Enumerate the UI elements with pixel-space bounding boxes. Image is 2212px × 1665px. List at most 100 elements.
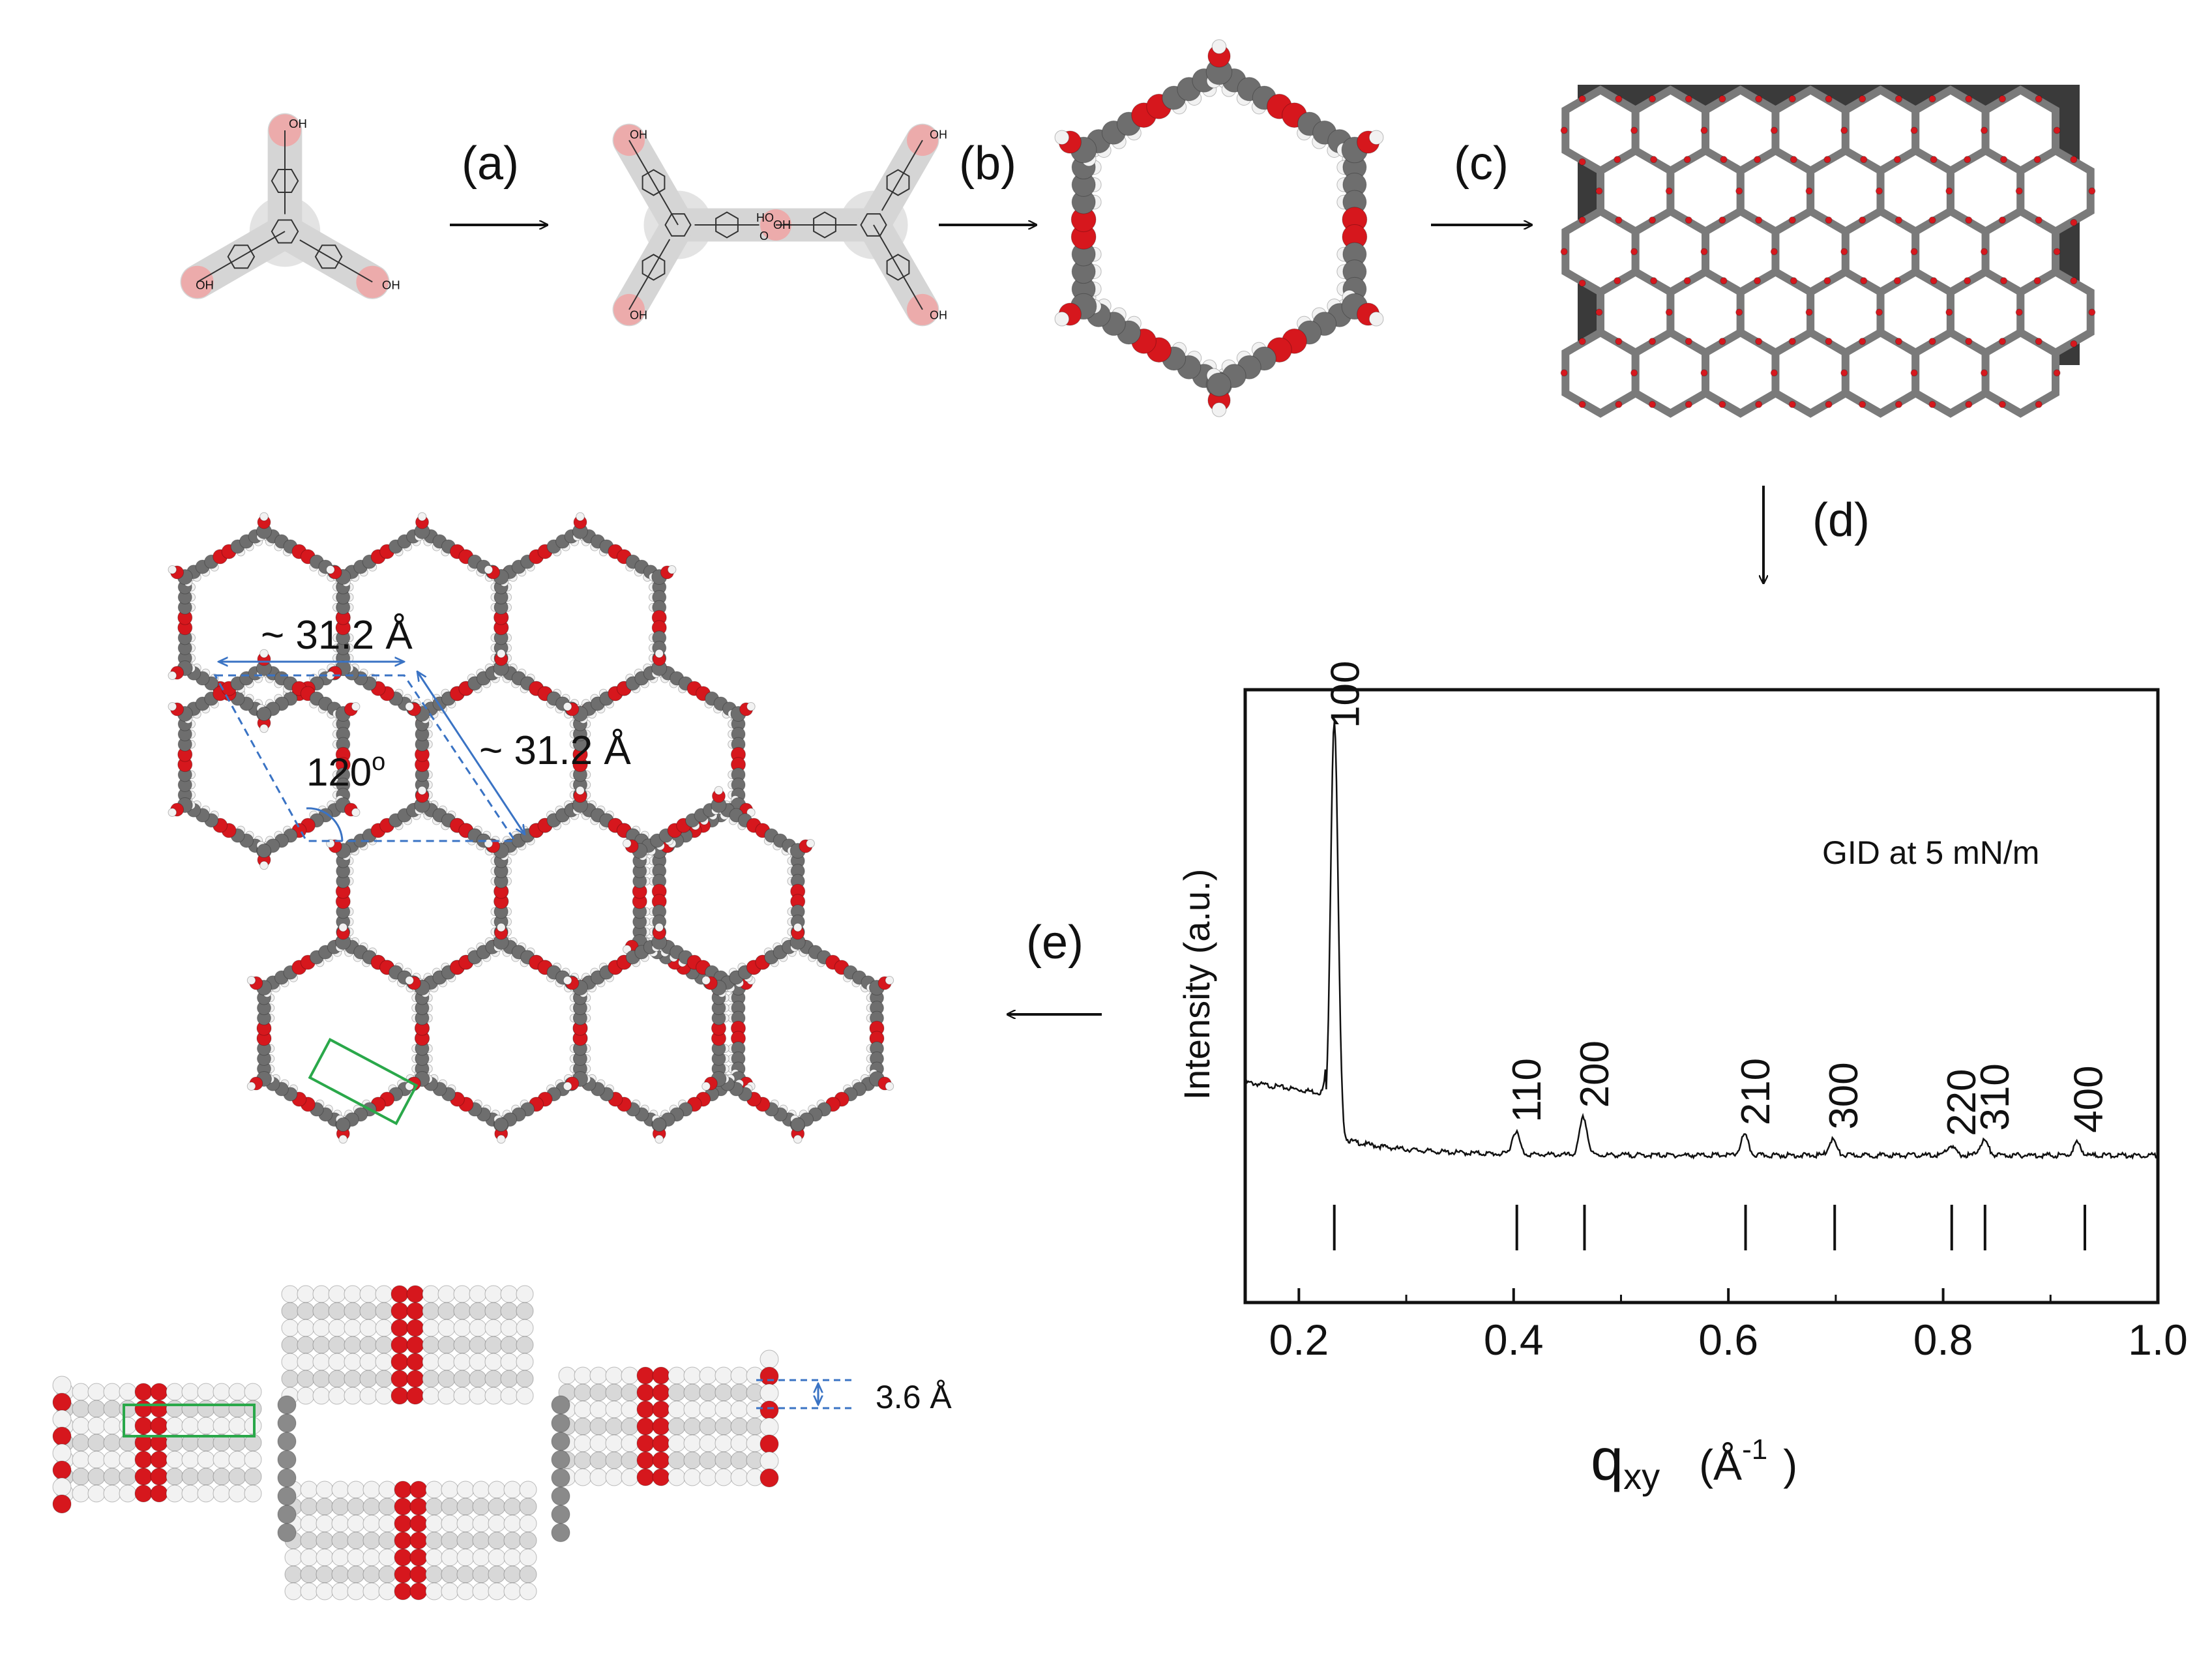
hydrogen-atom [699,1451,717,1469]
oxygen-atom [1945,308,1953,316]
carbon-atom [277,1432,297,1451]
hydrogen-atom [563,976,572,985]
oxygen-atom [1875,308,1883,316]
hydrogen-atom [312,1387,331,1405]
hydrogen-atom [589,1417,608,1436]
oxygen-atom [1998,95,2006,103]
hydrogen-atom [422,1336,440,1354]
hydrogen-atom [259,724,269,733]
hydrogen-atom [168,702,177,711]
carbon-atom [277,1486,297,1506]
hydrogen-atom [793,922,803,932]
hydrogen-atom [119,1484,137,1503]
bond-line [628,140,679,226]
hydrogen-atom [425,1531,443,1550]
hydrogen-atom [699,1383,717,1402]
hydrogen-atom [338,1134,348,1144]
hydrogen-atom [456,1497,475,1516]
hydrogen-atom [589,1451,608,1469]
oxygen-atom [1965,95,1973,103]
oxygen-atom [1700,126,1708,134]
hydrogen-atom [362,1514,381,1533]
oxygen-atom [636,1400,655,1419]
hydrogen-atom [347,1531,365,1550]
hydrogen-atom [119,1467,137,1486]
hydrogen-atom [730,1400,748,1419]
hydrogen-atom [228,1484,246,1503]
x-axis-unit: (Å [1699,1441,1742,1489]
hydrogen-atom [655,922,664,932]
oxygen-atom [2053,248,2061,256]
oxygen-atom [406,1302,424,1320]
central-ring [271,219,299,244]
hydrogen-atom [228,1400,246,1418]
edge-atom [52,1460,72,1480]
hydrogen-atom [469,1353,487,1371]
x-tick-label: 0.6 [1698,1316,1758,1364]
carbon-atom [551,1413,570,1433]
hydrogen-atom [326,565,335,574]
oxygen-atom [1981,248,1988,256]
hydrogen-atom [312,1285,331,1303]
x-axis-unit-exp: -1 [1742,1434,1767,1466]
hydrogen-atom [484,1353,503,1371]
hydrogen-atom [425,1582,443,1600]
hydrogen-atom [472,1565,490,1584]
oxygen-atom [1928,216,1936,224]
hydrogen-atom [500,1353,518,1371]
hydrogen-atom [806,839,815,848]
peak-label: 310 [1973,1063,2018,1130]
oxygen-atom [1788,216,1796,224]
hydrogen-atom [1368,130,1384,145]
hydrogen-atom [284,1548,302,1567]
hydrogen-atom [715,1451,733,1469]
hydrogen-atom [328,1319,346,1337]
oxygen-atom [1790,277,1797,285]
hydrogen-atom [437,1336,456,1354]
hydrogen-atom [328,1302,346,1320]
oxygen-atom [2015,187,2023,195]
hydrogen-atom [500,1285,518,1303]
oxygen-atom [1825,400,1833,408]
hydrogen-atom [72,1467,90,1486]
hydrogen-atom [574,1383,592,1402]
hydrogen-atom [519,1514,537,1533]
hydrogen-atom [344,1319,362,1337]
hydrogen-atom [316,1531,334,1550]
edge-atom [52,1477,72,1497]
framework-pore [1911,328,1990,418]
oxygen-atom [1648,400,1656,408]
chart-annotation: GID at 5 mN/m [1822,834,2039,871]
hydrogen-atom [197,1383,215,1401]
oxygen-atom [1683,277,1691,285]
hydrogen-atom [456,1582,475,1600]
hydrogen-atom [359,1387,377,1405]
hydrogen-atom [885,1082,894,1091]
x-axis-unit-close: ) [1783,1441,1797,1489]
hydrogen-atom [331,1514,349,1533]
oxygen-atom [1825,338,1833,346]
peak-label: 210 [1733,1058,1778,1125]
carbon-atom [551,1395,570,1415]
oxygen-atom [1981,126,1988,134]
oxygen-atom [2035,400,2042,408]
hydrogen-atom [453,1336,471,1354]
lattice-b-length: ~ 31.2 Å [479,728,631,773]
oxygen-atom [1928,338,1936,346]
oxygen-atom [1648,95,1656,103]
hydrogen-atom [701,1082,711,1091]
hydrogen-atom [378,1531,396,1550]
oxygen-atom [1595,308,1603,316]
hydrogen-atom [516,1285,534,1303]
x-tick-label: 1.0 [2128,1316,2188,1364]
hydrogen-atom [300,1497,318,1516]
hydrogen-atom [103,1400,121,1418]
hydrogen-atom [496,649,506,658]
hydrogen-atom [246,976,256,985]
hydrogen-atom [375,1370,393,1388]
oxygen-atom [2088,308,2096,316]
oxygen-atom [1650,156,1658,164]
x-axis-label: qxy(Å-1) [1591,1428,1797,1497]
hydrogen-atom [244,1484,262,1503]
oxygen-atom [1859,95,1866,103]
